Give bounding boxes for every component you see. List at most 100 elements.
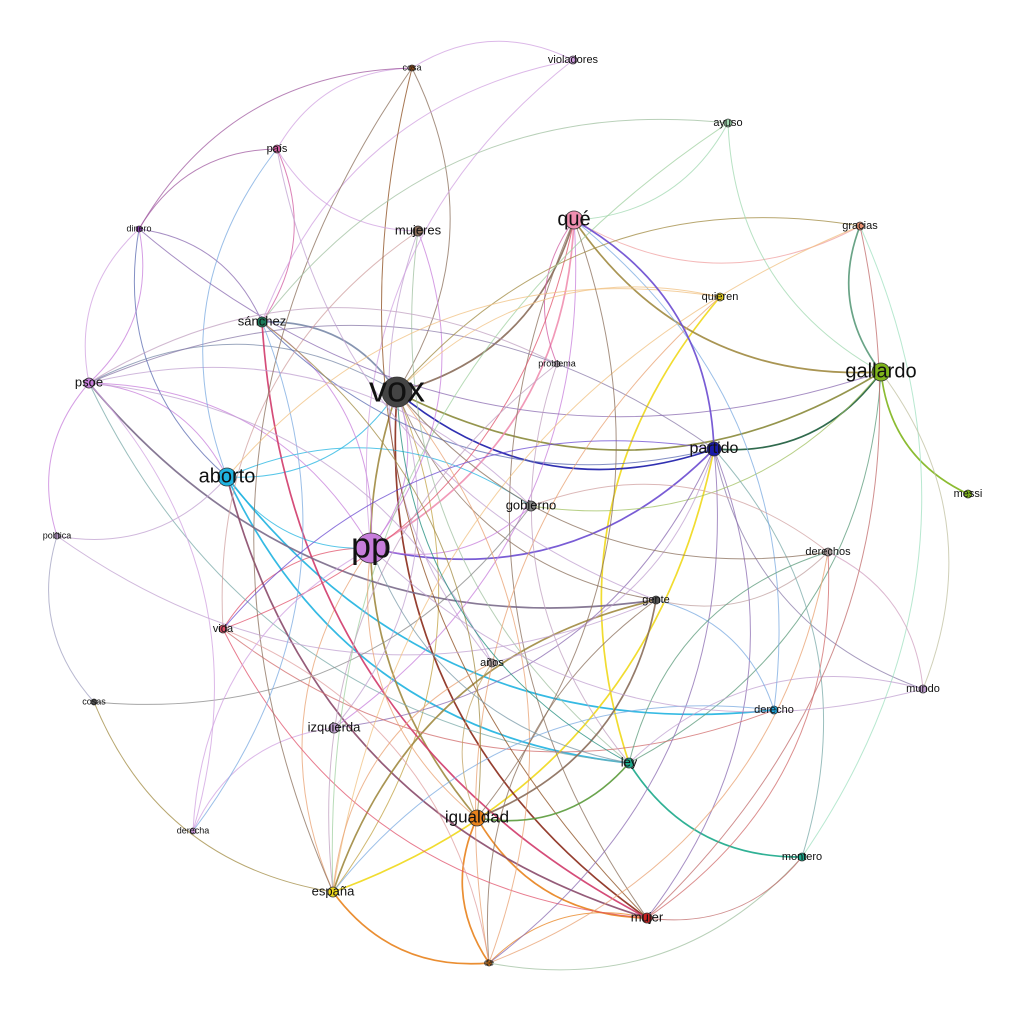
node-izquierda[interactable]: izquierda bbox=[308, 719, 362, 734]
edge-aborto-mujer bbox=[226, 476, 648, 919]
edge-cosa-dinero bbox=[138, 67, 413, 230]
node-ley[interactable]: ley bbox=[621, 754, 638, 769]
node-mundo-label: mundo bbox=[906, 683, 940, 695]
node-anos-dot bbox=[487, 658, 497, 668]
node-cosas[interactable]: cosas bbox=[82, 696, 106, 706]
node-mujer[interactable]: mujer bbox=[631, 909, 664, 924]
node-que[interactable]: qué bbox=[557, 208, 590, 230]
edge-igualdad-gente bbox=[476, 599, 657, 819]
node-cosa-label: cosa bbox=[402, 62, 421, 72]
node-gallardo[interactable]: gallardo bbox=[845, 360, 916, 382]
node-derecha-label: derecha bbox=[177, 825, 210, 835]
edge-aborto-ley bbox=[226, 476, 630, 764]
node-politica-label: política bbox=[43, 530, 72, 540]
node-problema[interactable]: problema bbox=[538, 358, 576, 368]
edge-anos-igualdad bbox=[461, 662, 493, 819]
node-ayuso-label: ayuso bbox=[713, 117, 742, 129]
node-ayuso[interactable]: ayuso bbox=[713, 117, 742, 129]
node-gente[interactable]: gente bbox=[642, 594, 670, 606]
node-quieren[interactable]: quieren bbox=[702, 291, 739, 303]
node-partido-label: partido bbox=[690, 440, 739, 457]
node-anos[interactable]: años bbox=[480, 657, 504, 669]
edge-pp-mujeres bbox=[370, 230, 443, 549]
edge-pp-psoe bbox=[88, 382, 372, 549]
edge-sanchez-dinero bbox=[138, 228, 263, 323]
node-montero[interactable]: montero bbox=[782, 851, 822, 863]
node-psoe-label: psoe bbox=[75, 374, 103, 389]
node-cosa[interactable]: cosa bbox=[402, 62, 421, 72]
node-derecho[interactable]: derecho bbox=[754, 704, 794, 716]
edge-ayuso-gallardo bbox=[727, 122, 882, 373]
node-gallardo-label: gallardo bbox=[845, 360, 916, 382]
node-gente-dot bbox=[651, 595, 661, 605]
edge-ayuso-espana bbox=[331, 122, 729, 893]
node-que-dot bbox=[564, 210, 584, 230]
edge-gente-de bbox=[486, 599, 657, 964]
edge-quieren-vox bbox=[396, 286, 721, 393]
node-cosas-dot bbox=[90, 698, 98, 706]
edge-violadores-cosa bbox=[411, 40, 574, 69]
edge-politica-aborto bbox=[56, 476, 228, 540]
edge-politica-cosas bbox=[48, 535, 95, 703]
edge-mujer-gracias bbox=[646, 225, 881, 919]
node-sanchez-dot bbox=[256, 316, 268, 328]
node-gracias-dot bbox=[855, 221, 865, 231]
node-mundo[interactable]: mundo bbox=[906, 683, 940, 695]
edge-gobierno-gallardo bbox=[530, 371, 882, 512]
edge-vox-partido bbox=[396, 391, 715, 471]
node-gobierno[interactable]: gobierno bbox=[506, 497, 557, 512]
edge-derecho-que bbox=[573, 219, 780, 711]
node-mujeres[interactable]: mujeres bbox=[395, 222, 442, 237]
edge-vox-que bbox=[396, 219, 575, 393]
edge-derechos-gobierno bbox=[530, 483, 829, 553]
edge-cosas-espana bbox=[93, 701, 334, 893]
edge-problema-espana bbox=[328, 363, 558, 893]
edge-ayuso-sanchez bbox=[261, 118, 729, 323]
node-quieren-label: quieren bbox=[702, 291, 739, 303]
node-derecho-label: derecho bbox=[754, 704, 794, 716]
edge-vida-derecho bbox=[222, 628, 775, 753]
node-mujeres-label: mujeres bbox=[395, 222, 442, 237]
node-pp[interactable]: pp bbox=[351, 525, 391, 566]
node-partido[interactable]: partido bbox=[690, 440, 739, 457]
node-vox-label: vox bbox=[369, 369, 425, 410]
edge-sanchez-pais bbox=[261, 148, 295, 323]
node-espana[interactable]: españa bbox=[312, 883, 355, 898]
node-derechos[interactable]: derechos bbox=[805, 546, 851, 558]
edge-gente-espana bbox=[332, 599, 657, 893]
edge-vox-derechos bbox=[396, 391, 829, 560]
edge-layer bbox=[48, 40, 969, 971]
node-que-label: qué bbox=[557, 208, 590, 230]
node-violadores[interactable]: violadores bbox=[548, 54, 599, 66]
node-psoe[interactable]: psoe bbox=[75, 374, 103, 389]
node-sanchez[interactable]: sánchez bbox=[238, 313, 286, 328]
node-politica[interactable]: política bbox=[43, 530, 72, 540]
node-messi[interactable]: messi bbox=[954, 488, 983, 500]
node-vox[interactable]: vox bbox=[369, 369, 425, 410]
edge-vida-que bbox=[222, 219, 575, 630]
node-dinero[interactable]: dinero bbox=[126, 223, 151, 233]
edge-pp-vida bbox=[222, 547, 372, 630]
node-derecha[interactable]: derecha bbox=[177, 825, 210, 835]
edge-quieren-aborto bbox=[226, 288, 721, 478]
edge-que-problema bbox=[543, 219, 575, 365]
edge-que-ayuso bbox=[573, 122, 729, 221]
node-layer: vox pp gallardo qué aborto igualdad partido gob… bbox=[43, 54, 983, 967]
edge-de-montero bbox=[488, 856, 803, 971]
node-gallardo-dot bbox=[871, 362, 891, 382]
node-montero-label: montero bbox=[782, 851, 822, 863]
edge-cosa-mujer bbox=[381, 67, 648, 919]
node-pais-dot bbox=[272, 144, 282, 154]
node-messi-dot bbox=[963, 489, 973, 499]
node-gracias[interactable]: gracias bbox=[842, 220, 878, 232]
edge-aborto-derecho bbox=[226, 476, 775, 716]
node-ley-label: ley bbox=[621, 754, 638, 769]
node-aborto[interactable]: aborto bbox=[199, 465, 256, 487]
edge-cosas-gobierno bbox=[93, 505, 532, 705]
node-igualdad[interactable]: igualdad bbox=[445, 807, 509, 826]
node-vida[interactable]: vida bbox=[213, 623, 234, 635]
node-pais[interactable]: país bbox=[267, 143, 288, 155]
edge-de-vox bbox=[396, 391, 531, 964]
edge-mundo-derechos bbox=[827, 551, 924, 690]
node-de[interactable]: de bbox=[484, 957, 494, 967]
